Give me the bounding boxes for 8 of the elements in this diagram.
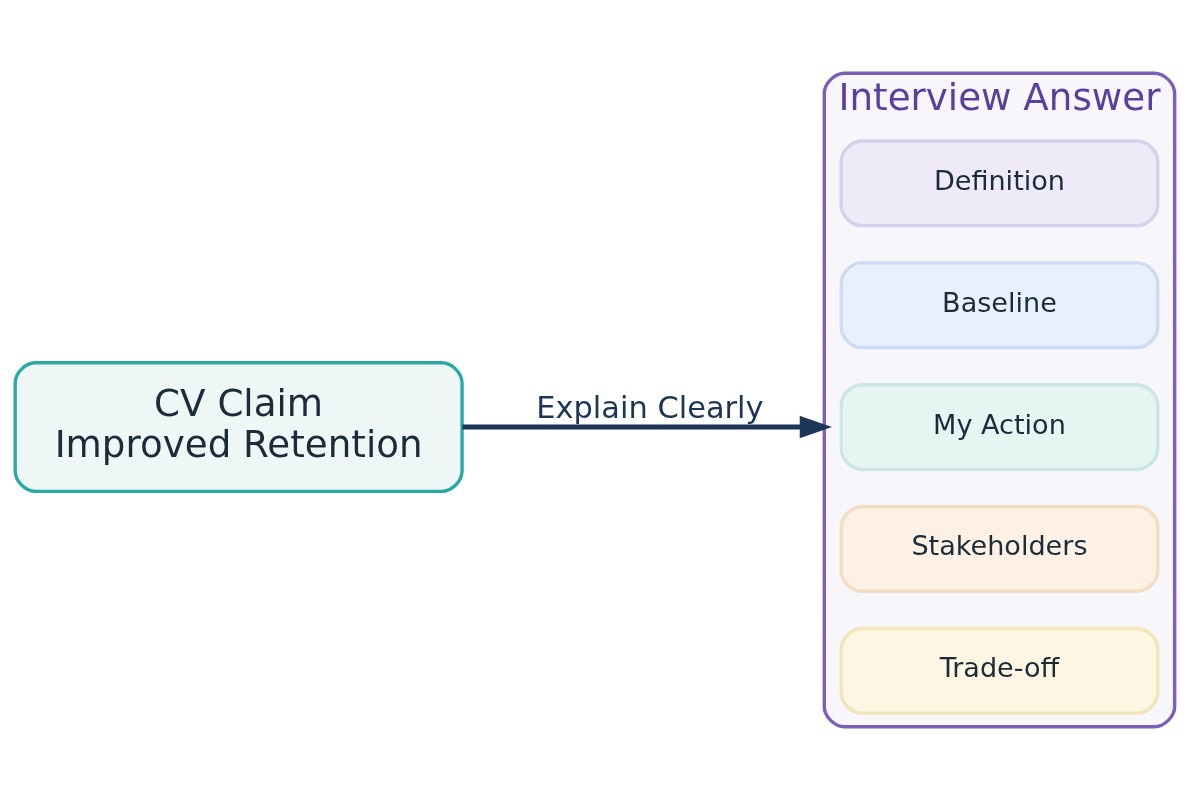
edge-label: Explain Clearly bbox=[536, 389, 764, 425]
node-box: Trade-off bbox=[839, 626, 1160, 715]
node-box: CV Claim Improved Retention bbox=[13, 361, 464, 494]
node-box: Stakeholders bbox=[839, 504, 1160, 593]
node-box: Baseline bbox=[839, 261, 1160, 350]
node-box: Definition bbox=[839, 139, 1160, 228]
arrow bbox=[462, 415, 832, 439]
node-box: My Action bbox=[839, 383, 1160, 472]
